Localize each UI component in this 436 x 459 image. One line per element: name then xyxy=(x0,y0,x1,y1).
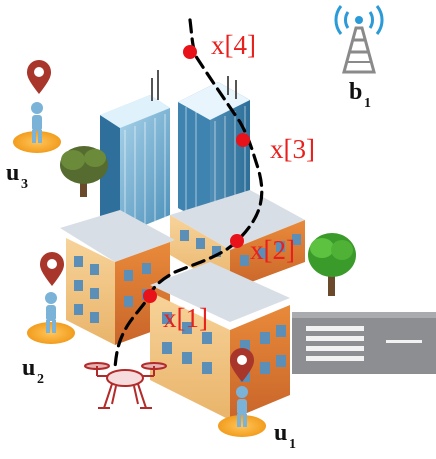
user-3-ground xyxy=(13,131,61,153)
drone-icon xyxy=(84,362,167,409)
waypoint-x3-label: x[3] xyxy=(270,134,315,164)
waypoint-x4-marker xyxy=(183,45,197,59)
waypoint-x4-label: x[4] xyxy=(211,30,256,60)
waypoint-x2-marker xyxy=(230,234,244,248)
road xyxy=(292,312,436,374)
tree-left xyxy=(60,146,108,197)
user-3-figure xyxy=(31,102,43,143)
residential-building-front xyxy=(150,262,290,420)
user-1-ground xyxy=(218,415,266,437)
base-station-icon xyxy=(334,5,384,74)
user-2-ground xyxy=(27,322,75,344)
base-station-label-sub: 1 xyxy=(364,96,371,111)
location-pin-icon-u3 xyxy=(27,60,51,94)
location-pin-icon-u2 xyxy=(40,252,64,286)
tree-right xyxy=(308,233,356,296)
uav-trajectory xyxy=(113,18,264,370)
user-label-u3-sub: 3 xyxy=(21,177,28,192)
user-2-figure xyxy=(45,292,57,333)
user-label-u1: u 1 xyxy=(274,420,296,452)
user-label-u2-sub: 2 xyxy=(37,372,44,387)
user-label-u1-sub: 1 xyxy=(289,437,296,452)
user-label-u1-base: u xyxy=(274,420,287,446)
user-label-u3-base: u xyxy=(6,160,19,186)
user-label-u2-base: u xyxy=(22,355,35,381)
waypoint-x3-marker xyxy=(236,133,250,147)
base-station-label-base: b xyxy=(349,79,362,105)
waypoint-x1-label: x[1] xyxy=(163,303,208,333)
base-station-label: b 1 xyxy=(349,79,371,111)
crosswalk-stripes xyxy=(306,326,364,361)
user-label-u2: u 2 xyxy=(22,355,44,387)
office-towers xyxy=(100,70,250,235)
user-1-figure xyxy=(236,386,248,427)
location-pin-icon-u1 xyxy=(230,348,254,382)
waypoint-x1-marker xyxy=(143,289,157,303)
user-label-u3: u 3 xyxy=(6,160,28,192)
waypoint-x2-label: x[2] xyxy=(250,235,295,265)
